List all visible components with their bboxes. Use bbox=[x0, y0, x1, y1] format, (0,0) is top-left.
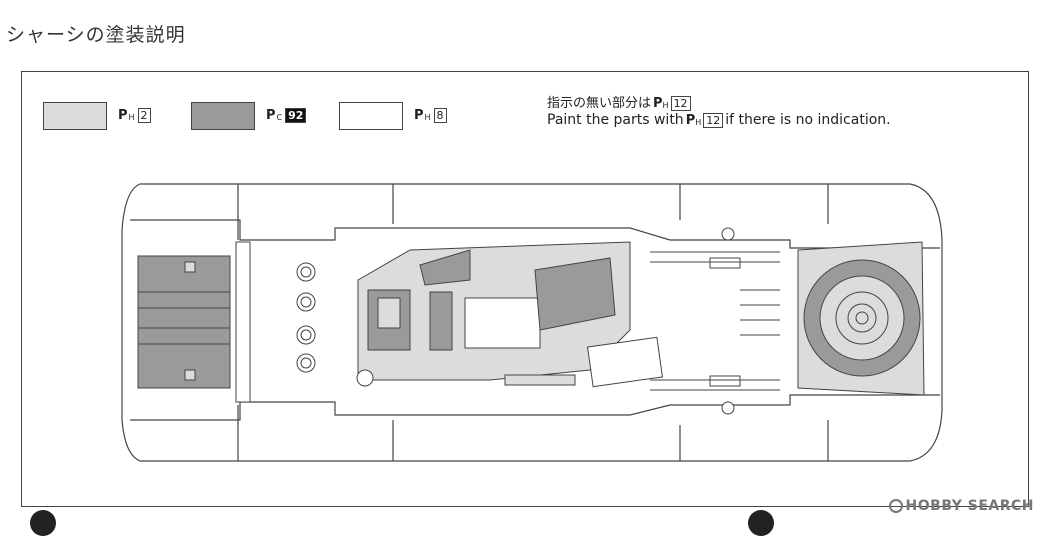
swatch-light-gray bbox=[43, 102, 107, 130]
front-crossmember bbox=[137, 241, 251, 403]
swatch-white bbox=[339, 102, 403, 130]
exhaust bbox=[356, 336, 664, 388]
diagram-frame bbox=[21, 71, 1029, 507]
hobby-search-logo-icon bbox=[888, 499, 903, 513]
rear-crossmember bbox=[650, 227, 780, 415]
chassis-diagram bbox=[121, 183, 943, 462]
chassis-outline bbox=[121, 183, 943, 462]
bolt-holes bbox=[296, 262, 316, 373]
page-title: シャーシの塗装説明 bbox=[6, 24, 186, 46]
step-marker-right bbox=[748, 510, 774, 536]
swatch-dark-gray bbox=[191, 102, 255, 130]
step-marker-left bbox=[30, 510, 56, 536]
floor-pan bbox=[357, 241, 631, 381]
spare-tire bbox=[797, 241, 925, 396]
watermark: HOBBY SEARCH bbox=[888, 498, 1034, 514]
